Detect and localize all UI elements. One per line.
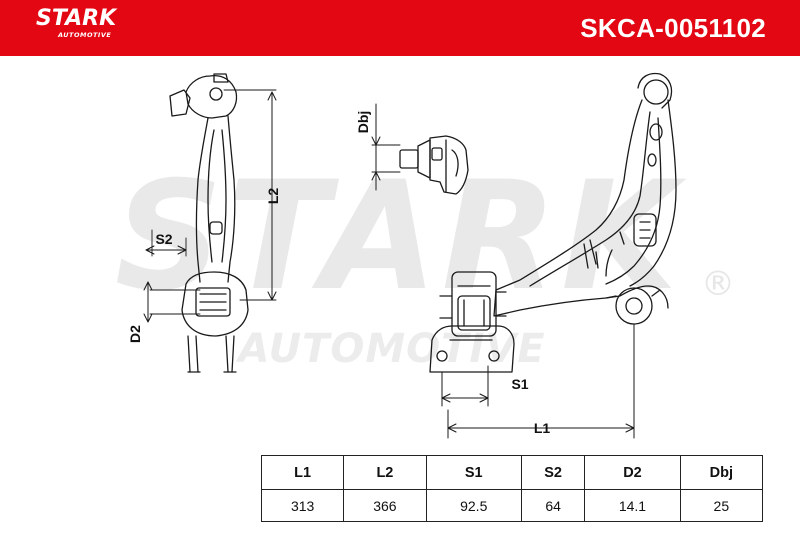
ball-joint-housing	[429, 135, 469, 195]
spec-header-l1: L1	[260, 455, 345, 490]
dimension-s1	[441, 365, 489, 407]
spec-value-row: 313 366 92.5 64 14.1 25	[260, 489, 764, 522]
spec-header-s2: S2	[520, 455, 586, 490]
watermark-sub: AUTOMOTIVE	[235, 326, 545, 372]
label-l2: L2	[265, 188, 281, 205]
dimension-d2	[143, 281, 153, 323]
front-bushing	[451, 271, 497, 337]
logo-sub-text: AUTOMOTIVE	[58, 31, 112, 39]
spec-header-s1: S1	[425, 455, 522, 490]
spec-value-d2: 14.1	[584, 489, 681, 522]
mounting-bracket	[429, 325, 515, 373]
side-ball-housing	[185, 74, 238, 119]
part-number: SKCA-0051102	[580, 13, 766, 43]
dimension-l2	[267, 91, 277, 301]
spec-header-l2: L2	[343, 455, 427, 490]
logo-brand-text: STARK	[36, 6, 117, 31]
spec-value-dbj: 25	[679, 489, 764, 522]
top-ball-joint	[643, 79, 669, 105]
spec-value-l2: 366	[343, 489, 427, 522]
side-ball-stud	[169, 89, 191, 117]
arm-outer-edge	[493, 99, 669, 317]
spec-table: L1 L2 S1 S2 D2 Dbj 313 366 92.5 64 14.1 …	[260, 455, 764, 522]
side-arm-body	[195, 115, 236, 283]
label-d2: D2	[127, 325, 143, 343]
label-s2: S2	[155, 231, 172, 247]
spec-header-dbj: Dbj	[679, 455, 764, 490]
dimension-l1	[447, 323, 635, 439]
rear-ball-joint	[615, 287, 653, 325]
header-bar: STARK AUTOMOTIVE SKCA-0051102	[0, 0, 800, 56]
spec-value-s1: 92.5	[425, 489, 522, 522]
watermark-registered-mark: ®	[701, 264, 735, 304]
spec-value-l1: 313	[260, 489, 345, 522]
spec-header-row: L1 L2 S1 S2 D2 Dbj	[260, 455, 764, 490]
label-dbj: Dbj	[355, 111, 371, 134]
dimension-s2	[145, 245, 187, 255]
stark-logo: STARK AUTOMOTIVE	[36, 6, 117, 40]
label-s1: S1	[511, 376, 528, 392]
side-view-arm	[149, 73, 277, 373]
spec-header-d2: D2	[584, 455, 681, 490]
control-arm-main	[429, 72, 677, 373]
spec-value-s2: 64	[520, 489, 586, 522]
dimension-dbj	[371, 103, 381, 191]
side-bushing	[181, 271, 249, 337]
label-l1: L1	[534, 420, 551, 436]
ball-joint-detail	[371, 135, 469, 195]
